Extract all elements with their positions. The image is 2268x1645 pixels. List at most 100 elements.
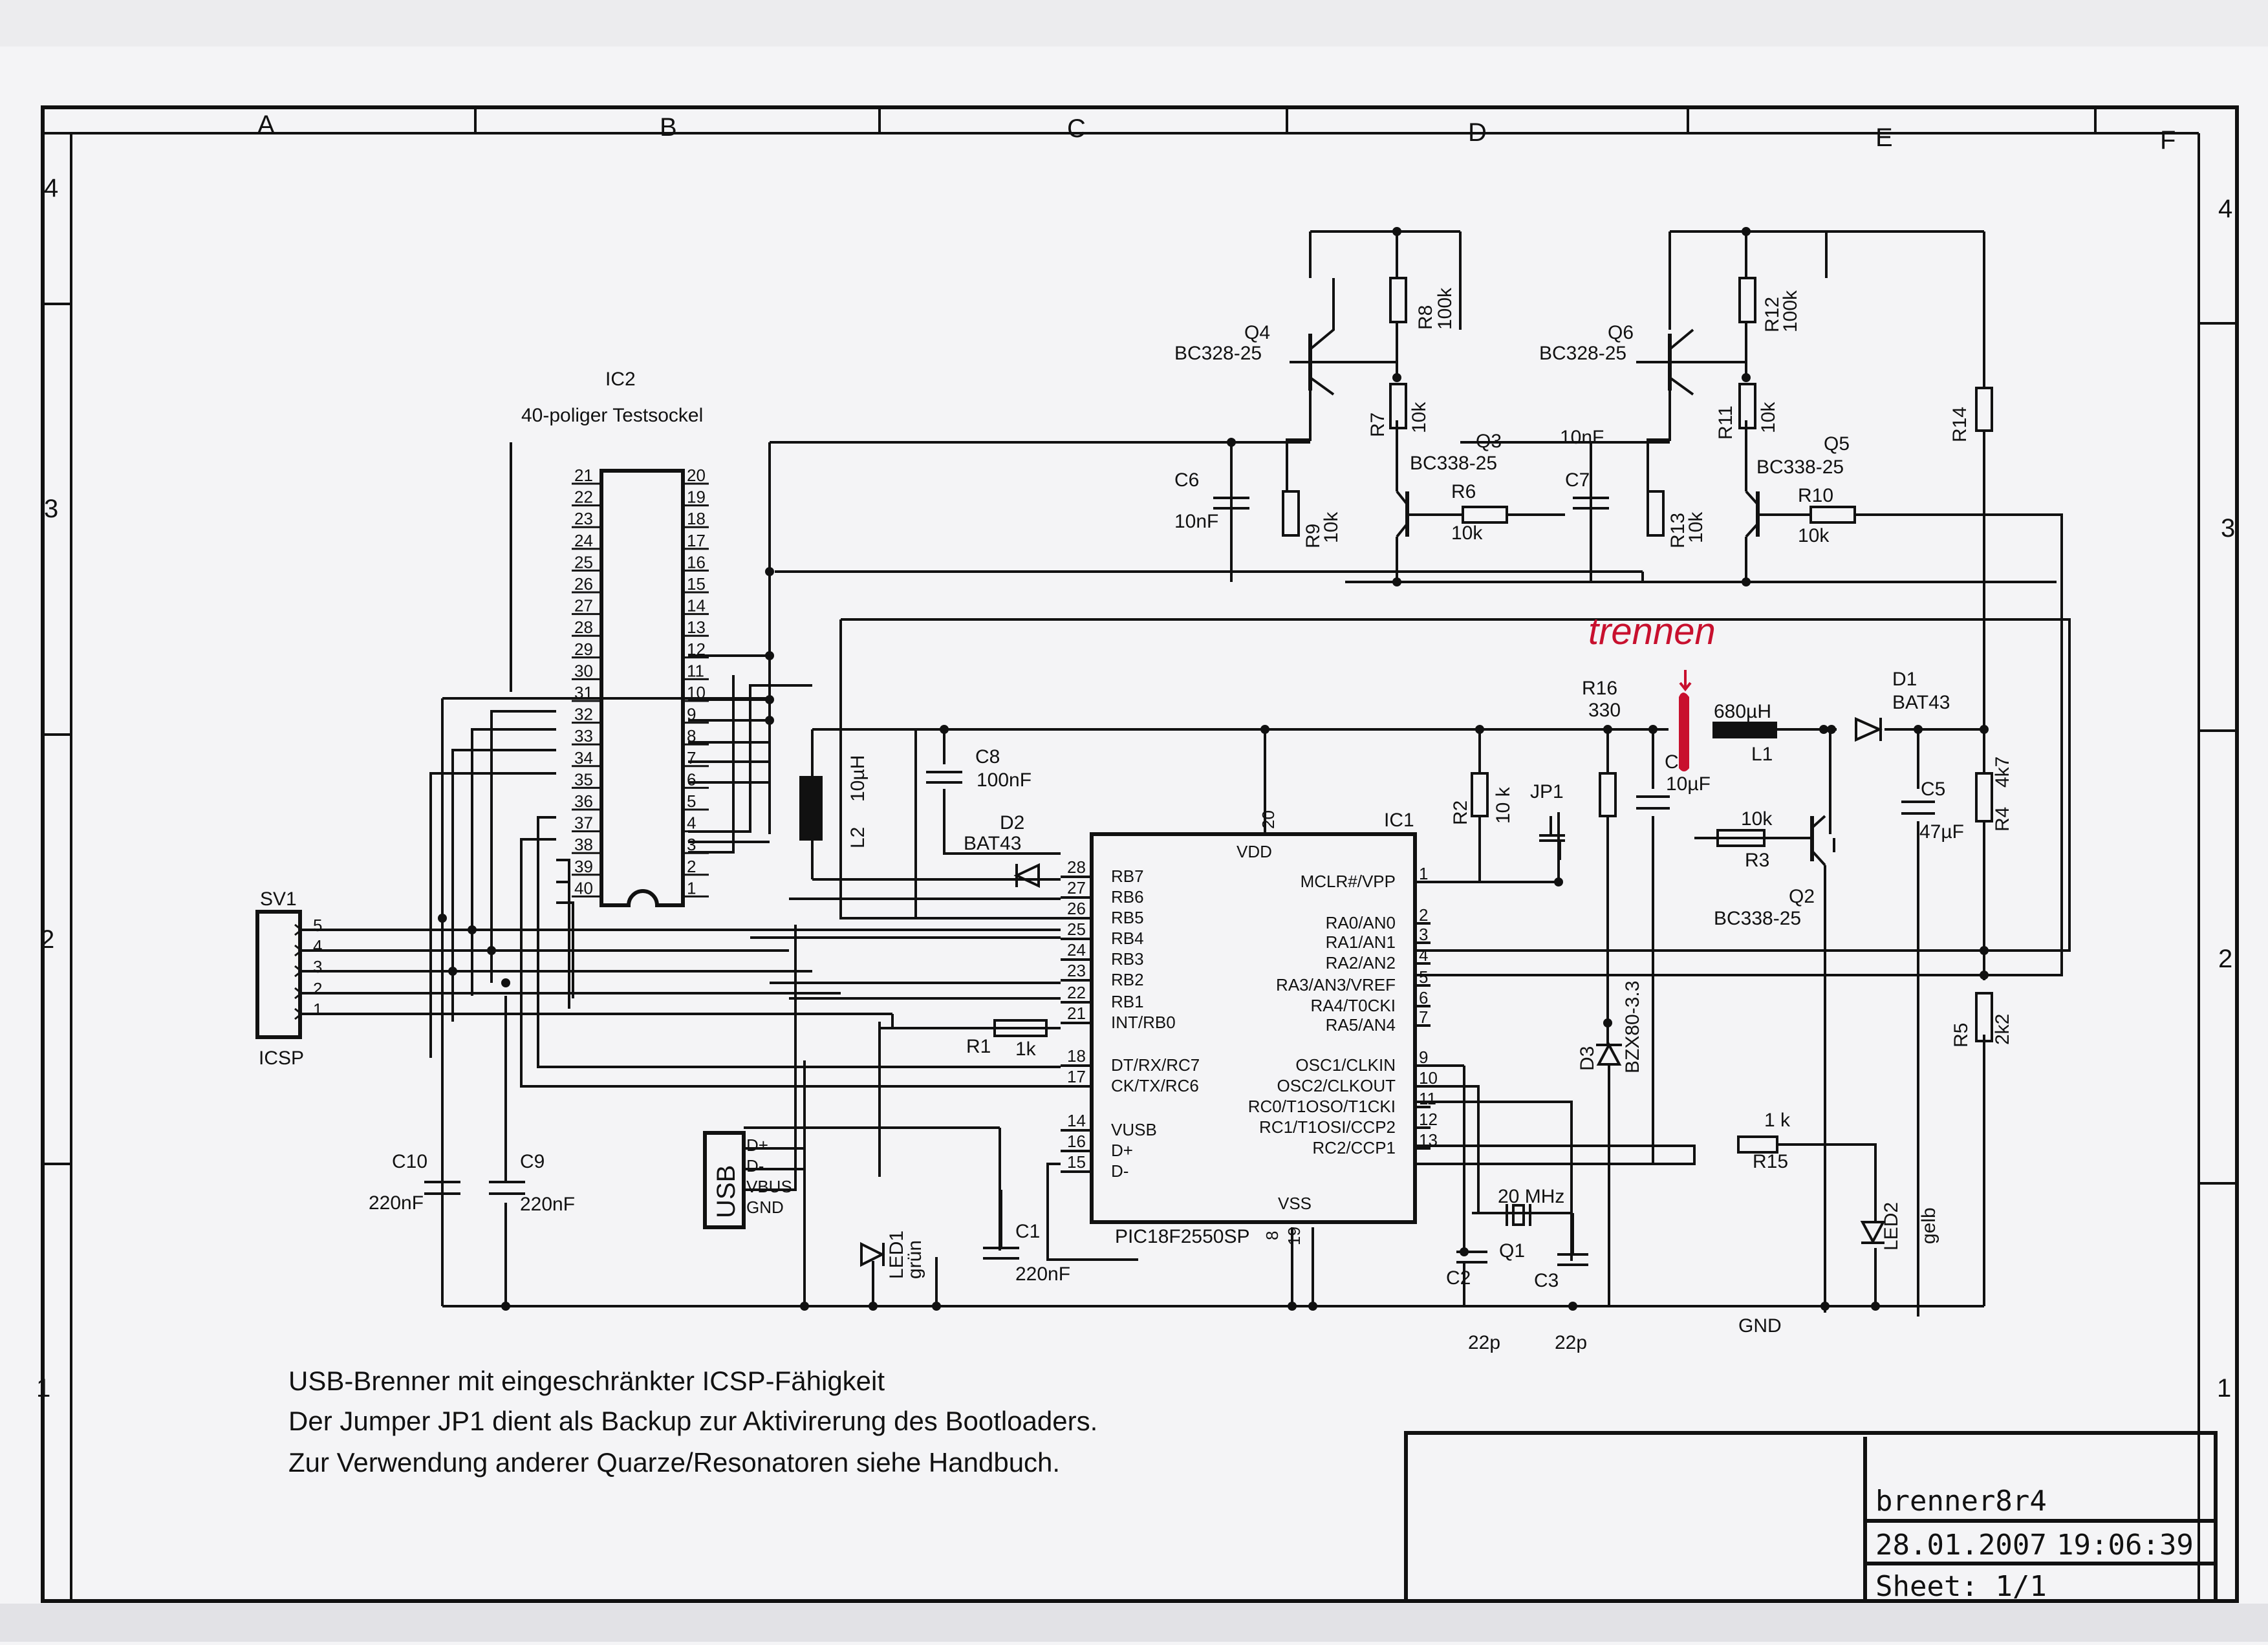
ic1-pin-num: 21 xyxy=(1067,1004,1086,1023)
r5-val: 2k2 xyxy=(1992,1014,2013,1045)
junction-dot xyxy=(1914,725,1923,734)
junction-dot xyxy=(765,695,774,704)
r9-val: 10k xyxy=(1321,511,1342,543)
c5-ref: C5 xyxy=(1921,779,1945,800)
q3-ref: Q3 xyxy=(1476,431,1502,452)
junction-dots xyxy=(438,227,1989,1311)
r6-ref: R6 xyxy=(1451,481,1476,502)
junction-dot xyxy=(1288,1302,1297,1311)
ic2-pin-13: 13 xyxy=(687,618,706,637)
title-name: brenner8r4 xyxy=(1875,1485,2047,1518)
r16-ref: R16 xyxy=(1582,678,1617,699)
ic2-pin-35: 35 xyxy=(574,769,593,789)
resistor-r1: R1 1k xyxy=(966,1019,1048,1060)
note-line-1: USB-Brenner mit eingeschränkter ICSP-Fäh… xyxy=(288,1366,885,1396)
ic2-pin-7: 7 xyxy=(687,748,696,768)
ic1-pin-num: 16 xyxy=(1067,1132,1086,1151)
q2-val: BC338-25 xyxy=(1714,908,1801,929)
col-label-b: B xyxy=(660,113,677,142)
r1-val: 1k xyxy=(1015,1038,1037,1060)
junction-dot xyxy=(1603,725,1612,734)
q1-val: 20 MHz xyxy=(1498,1186,1564,1207)
r4-ref: R4 xyxy=(1992,807,2013,832)
sv1-pin-1: 1 xyxy=(313,1000,322,1019)
ic1-pin-num: 4 xyxy=(1419,945,1428,965)
c7-val: 10nF xyxy=(1560,427,1604,448)
r15-val: 1 k xyxy=(1764,1110,1791,1131)
junction-dot xyxy=(765,567,774,576)
trennen-text: trennen xyxy=(1588,610,1716,652)
resistor-r14: R14 xyxy=(1949,387,1993,442)
ic2-pin-15: 15 xyxy=(687,574,706,594)
ic2-pin-25: 25 xyxy=(574,552,593,572)
capacitor-c7: C7 10nF xyxy=(1560,427,1609,582)
usb-pin-vbus: VBUS xyxy=(746,1177,792,1196)
ic2-pin-16: 16 xyxy=(687,552,706,572)
note-line-2: Der Jumper JP1 dient als Backup zur Akti… xyxy=(288,1406,1097,1436)
ic1-pin-num: 15 xyxy=(1067,1152,1086,1172)
ic2-pin-11: 11 xyxy=(687,661,704,680)
ic1-pin-name: RC1/T1OSI/CCP2 xyxy=(1259,1117,1396,1137)
ic1-pin-name: RB6 xyxy=(1111,887,1144,907)
ic2-pin-4: 4 xyxy=(687,813,696,833)
ic1-pin-name: INT/RB0 xyxy=(1111,1013,1176,1032)
ic1-pic18f2550: IC1 VDD VSS PIC18F2550SP 20 8 19 xyxy=(1090,810,1417,1247)
r3-val: 10k xyxy=(1741,808,1773,830)
ic2-pin-18: 18 xyxy=(687,509,706,528)
d2-ref: D2 xyxy=(1000,812,1024,833)
junction-dot xyxy=(501,1302,510,1311)
capacitor-c9: C9 220nF xyxy=(489,996,575,1215)
junction-dot xyxy=(1392,373,1401,382)
ic1-pin-name: OSC1/CLKIN xyxy=(1295,1055,1396,1075)
sv1-icsp-header: SV1 ICSP 5 4 3 2 1 xyxy=(255,888,330,1069)
ic1-ref: IC1 xyxy=(1384,810,1414,831)
capacitor-c8: C8 100nF xyxy=(926,746,1031,791)
r9-ref: R9 xyxy=(1302,524,1324,548)
ic1-pin-num: 2 xyxy=(1419,905,1428,925)
q2-ref: Q2 xyxy=(1789,886,1815,907)
ic1-pin-num: 24 xyxy=(1067,940,1086,960)
capacitor-c4: C4 10µF xyxy=(1636,751,1711,810)
l2-val: 10µH xyxy=(847,755,869,802)
r10-val: 10k xyxy=(1798,525,1830,546)
junction-dot xyxy=(1742,227,1751,236)
c10-val: 220nF xyxy=(369,1192,424,1214)
junction-dot xyxy=(501,978,510,987)
c8-val: 100nF xyxy=(977,769,1031,791)
c3-val: 22p xyxy=(1555,1332,1587,1353)
junction-dot xyxy=(448,967,457,976)
ic2-pin-17: 17 xyxy=(687,531,706,550)
ic2-pin-36: 36 xyxy=(574,791,593,811)
junction-dot xyxy=(1827,725,1836,734)
ic2-pin-20: 20 xyxy=(687,466,706,485)
resistor-r5: R5 2k2 xyxy=(1950,992,2013,1048)
ic1-pin-num: 7 xyxy=(1419,1007,1428,1027)
ic2-pin-2: 2 xyxy=(687,857,696,876)
ic1-pin-name: RA1/AN1 xyxy=(1326,932,1396,952)
col-label-a: A xyxy=(257,111,275,139)
c9-val: 220nF xyxy=(520,1194,575,1215)
d1-ref: D1 xyxy=(1892,669,1917,690)
c3-ref: C3 xyxy=(1534,1270,1559,1291)
ic1-pin-num: 6 xyxy=(1419,988,1428,1007)
q4-ref: Q4 xyxy=(1244,322,1270,343)
junction-dot xyxy=(765,716,774,725)
title-time: 19:06:39 xyxy=(2057,1529,2194,1562)
ic2-pin-23: 23 xyxy=(574,509,593,528)
c5-val: 47µF xyxy=(1919,821,1964,843)
ic1-pin-name: RB5 xyxy=(1111,908,1144,927)
l1-val: 680µH xyxy=(1714,701,1771,722)
inductor-l1: 680µH L1 xyxy=(1712,701,1777,765)
ic1-pin-num: 3 xyxy=(1419,925,1428,944)
junction-dot xyxy=(1742,577,1751,586)
junction-dot xyxy=(1980,946,1989,955)
c1-val: 220nF xyxy=(1015,1263,1070,1285)
ic2-pin-14: 14 xyxy=(687,596,706,616)
r16-val: 330 xyxy=(1588,700,1621,721)
junction-dot xyxy=(1568,1302,1577,1311)
r4-val: 4k7 xyxy=(1992,757,2013,788)
row-label-2: 2 xyxy=(40,925,54,954)
resistor-r12: R12 100k xyxy=(1738,277,1801,332)
transistor-q6: Q6 BC328-25 xyxy=(1539,322,1694,396)
